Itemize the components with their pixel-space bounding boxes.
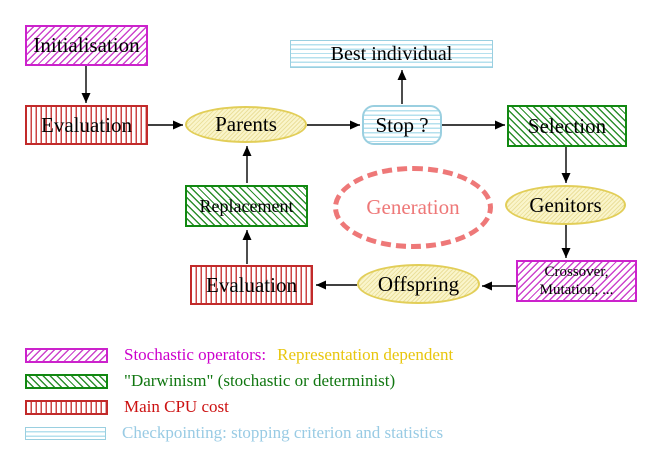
legend-row-stochastic: Stochastic operators: Representation dep… bbox=[25, 344, 453, 366]
node-best-individual: Best individual bbox=[290, 40, 493, 68]
node-initialisation-label: Initialisation bbox=[33, 33, 140, 58]
legend-row-checkpointing: Checkpointing: stopping criterion and st… bbox=[25, 422, 443, 444]
node-replacement: Replacement bbox=[185, 185, 308, 227]
node-parents: Parents bbox=[185, 106, 307, 143]
legend-swatch-darwinism bbox=[25, 373, 108, 389]
node-initialisation: Initialisation bbox=[25, 25, 148, 66]
legend-row-darwinism: "Darwinism" (stochastic or determinist) bbox=[25, 370, 395, 392]
node-selection-label: Selection bbox=[527, 113, 607, 138]
node-best-individual-label: Best individual bbox=[330, 42, 453, 65]
node-generation-label: Generation bbox=[366, 195, 460, 219]
node-evaluation-bottom: Evaluation bbox=[190, 265, 313, 305]
legend-label-cpu-cost: Main CPU cost bbox=[124, 397, 229, 416]
node-selection: Selection bbox=[507, 105, 627, 147]
node-evaluation-top-label: Evaluation bbox=[41, 112, 132, 137]
node-crossover-label: Crossover, bbox=[544, 264, 609, 280]
node-crossover-mutation: Crossover, Mutation, ... bbox=[516, 260, 637, 302]
legend-swatch-stochastic bbox=[25, 347, 108, 363]
legend-label-checkpointing: Checkpointing: stopping criterion and st… bbox=[122, 423, 444, 442]
node-genitors-label: Genitors bbox=[529, 192, 602, 217]
node-parents-label: Parents bbox=[215, 112, 277, 137]
legend-label-stochastic-operators: Stochastic operators: bbox=[124, 345, 267, 364]
legend-label-representation-dependent: Representation dependent bbox=[277, 345, 454, 364]
legend-swatch-checkpointing bbox=[25, 426, 106, 440]
legend-swatch-cpu-cost bbox=[25, 399, 108, 415]
legend-label-darwinism: "Darwinism" (stochastic or determinist) bbox=[124, 371, 396, 390]
node-offspring: Offspring bbox=[357, 264, 480, 304]
node-generation: Generation bbox=[333, 166, 493, 249]
node-genitors: Genitors bbox=[505, 185, 626, 225]
node-mutation-label: Mutation, ... bbox=[539, 282, 614, 298]
node-replacement-label: Replacement bbox=[199, 195, 294, 216]
node-stop-label: Stop ? bbox=[375, 112, 429, 137]
node-evaluation-bottom-label: Evaluation bbox=[206, 272, 297, 297]
node-evaluation-top: Evaluation bbox=[25, 105, 148, 145]
node-offspring-label: Offspring bbox=[377, 271, 460, 296]
node-stop: Stop ? bbox=[362, 105, 442, 145]
legend-row-cpu-cost: Main CPU cost bbox=[25, 396, 229, 418]
